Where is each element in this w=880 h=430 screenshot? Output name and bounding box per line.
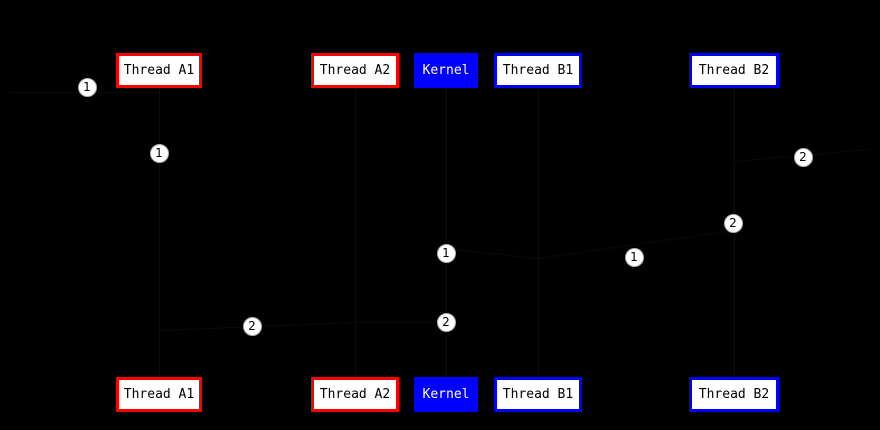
marker-number: 1 <box>630 250 638 264</box>
message-marker-m7[interactable]: 2 <box>242 316 262 336</box>
marker-number: 2 <box>442 315 450 329</box>
participant-box-thread-a1-footer[interactable]: Thread A1 <box>116 377 202 412</box>
lifeline-ll-a2 <box>355 88 356 377</box>
participant-box-kernel-header[interactable]: Kernel <box>414 53 478 88</box>
message-line-msg5 <box>445 248 538 259</box>
message-line-msg8 <box>355 322 446 323</box>
marker-number: 2 <box>248 319 256 333</box>
marker-number: 1 <box>83 80 91 94</box>
lifeline-ll-b2 <box>734 88 735 377</box>
participant-label: Thread B2 <box>698 63 770 78</box>
lifeline-ll-a1 <box>159 88 160 377</box>
lifeline-ll-kernel <box>446 85 447 377</box>
participant-label: Thread A1 <box>123 63 195 78</box>
message-marker-m2[interactable]: 1 <box>149 143 169 163</box>
participant-label: Thread B1 <box>502 63 574 78</box>
participant-label: Thread A2 <box>319 63 391 78</box>
participant-label: Kernel <box>422 63 470 78</box>
participant-label: Kernel <box>422 387 470 402</box>
participant-label: Thread B1 <box>502 387 574 402</box>
marker-number: 2 <box>729 216 737 230</box>
message-marker-m4[interactable]: 2 <box>723 213 743 233</box>
marker-number: 1 <box>442 246 450 260</box>
participant-box-kernel-footer[interactable]: Kernel <box>414 377 478 412</box>
participant-box-thread-b2-footer[interactable]: Thread B2 <box>689 377 779 412</box>
participant-box-thread-b1-header[interactable]: Thread B1 <box>494 53 582 88</box>
participant-label: Thread B2 <box>698 387 770 402</box>
message-marker-m1[interactable]: 1 <box>77 77 97 97</box>
message-marker-m3[interactable]: 2 <box>793 147 813 167</box>
participant-box-thread-b2-header[interactable]: Thread B2 <box>689 53 779 88</box>
participant-label: Thread A2 <box>319 387 391 402</box>
lifeline-ll-b1 <box>538 88 539 377</box>
message-marker-m8[interactable]: 2 <box>436 312 456 332</box>
marker-number: 1 <box>155 146 163 160</box>
participant-box-thread-a1-header[interactable]: Thread A1 <box>116 53 202 88</box>
participant-box-thread-b1-footer[interactable]: Thread B1 <box>494 377 582 412</box>
participant-box-thread-a2-header[interactable]: Thread A2 <box>311 53 399 88</box>
message-marker-m5[interactable]: 1 <box>436 243 456 263</box>
message-marker-m6[interactable]: 1 <box>624 247 644 267</box>
marker-number: 2 <box>799 150 807 164</box>
participant-label: Thread A1 <box>123 387 195 402</box>
participant-box-thread-a2-footer[interactable]: Thread A2 <box>311 377 399 412</box>
